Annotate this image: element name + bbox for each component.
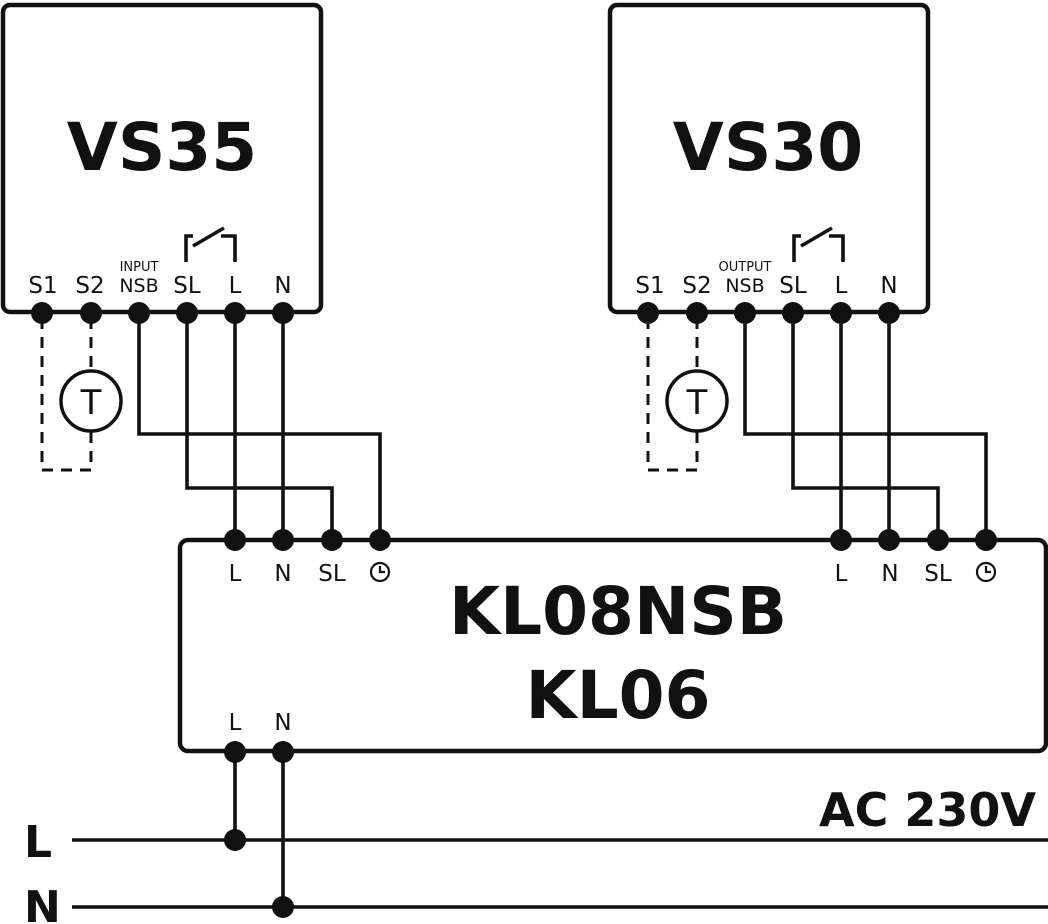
vs35-relay-icon <box>184 226 237 262</box>
terminal-dots <box>31 302 997 918</box>
wire-vs30-sl <box>791 313 940 540</box>
vs30-terminal-sl-label: SL <box>779 273 807 299</box>
kl-supply-n-label: N <box>274 710 291 736</box>
vs30-box <box>607 2 931 315</box>
vs30-terminal-n-label: N <box>880 273 897 299</box>
wire-vs30-nsb <box>743 313 988 540</box>
kl-right-clock-icon <box>975 561 997 583</box>
vs35-sensor-label: T <box>80 383 102 423</box>
vs30-terminal-s1-label: S1 <box>635 273 664 299</box>
kl-left-l-label: L <box>229 561 242 587</box>
vs35-terminal-nsb-top-label: INPUT <box>120 260 159 275</box>
kl-right-n-label: N <box>881 561 898 587</box>
kl-supply-l-label: L <box>229 710 242 736</box>
kl-box <box>177 537 1048 754</box>
vs35-terminal-nsb-label: NSB <box>119 275 158 297</box>
wire-vs35-sl <box>185 313 334 540</box>
vs35-terminal-l-label: L <box>229 273 242 299</box>
kl-left-sl-label: SL <box>318 561 346 587</box>
kl-left-n-label: N <box>274 561 291 587</box>
vs35-sensor: T <box>40 318 123 472</box>
vs35-terminal-s2-label: S2 <box>75 273 104 299</box>
vs35-title: VS35 <box>67 109 257 186</box>
vs30-terminal-l-label: L <box>835 273 848 299</box>
vs30-relay-icon <box>792 226 845 262</box>
vs35-module: VS35 S1 S2 INPUT NSB SL L N <box>0 2 324 315</box>
mains-label: AC 230V <box>819 783 1036 837</box>
vs30-terminal-nsb-top-label: OUTPUT <box>719 260 772 275</box>
kl-right-sl-label: SL <box>924 561 952 587</box>
vs35-terminal-s1-label: S1 <box>28 273 57 299</box>
kl-module: KL08NSB KL06 L N SL L N SL L N <box>177 537 1048 754</box>
vs30-sensor-label: T <box>686 383 708 423</box>
kl-title-line2: KL06 <box>525 657 710 734</box>
wire-vs35-nsb <box>137 313 382 540</box>
kl-right-l-label: L <box>835 561 848 587</box>
mains-line-n-label: N <box>24 882 61 924</box>
vs35-terminal-sl-label: SL <box>173 273 201 299</box>
kl-left-clock-icon <box>369 561 391 583</box>
vs30-title: VS30 <box>673 109 863 186</box>
vs35-box <box>0 2 324 315</box>
vs30-terminal-nsb-label: NSB <box>725 275 764 297</box>
mains-line-l-label: L <box>24 817 52 868</box>
kl-title-line1: KL08NSB <box>449 573 787 650</box>
vs30-terminal-s2-label: S2 <box>682 273 711 299</box>
vs30-sensor: T <box>646 318 729 472</box>
vs30-module: VS30 S1 S2 OUTPUT NSB SL L N <box>607 2 931 315</box>
vs35-terminal-n-label: N <box>274 273 291 299</box>
